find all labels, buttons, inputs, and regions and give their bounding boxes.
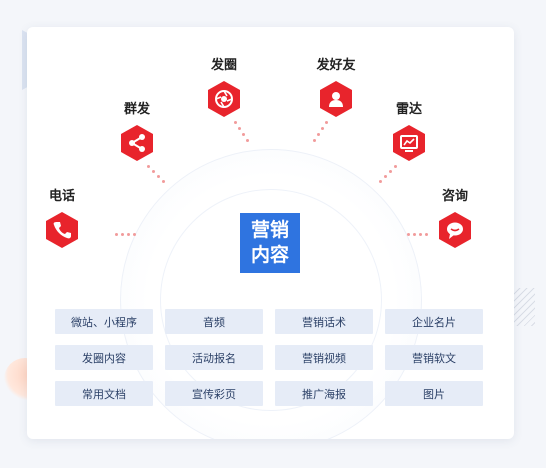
node-phone[interactable]: 电话	[27, 188, 97, 249]
center-line-2: 内容	[250, 244, 289, 266]
node-label: 咨询	[441, 189, 468, 204]
node-label: 发圈	[210, 58, 237, 73]
share-icon	[129, 134, 145, 152]
node-group-send[interactable]: 群发	[102, 101, 172, 162]
center-line-1: 营销	[250, 219, 289, 241]
chip-audio[interactable]: 音频	[165, 309, 263, 334]
node-moments[interactable]: 发圈	[189, 57, 259, 118]
node-label: 群发	[123, 102, 150, 117]
chip-microsite[interactable]: 微站、小程序	[55, 309, 153, 334]
aperture-icon	[215, 90, 233, 108]
chart-monitor-icon	[400, 135, 418, 152]
center-box: 营销 内容	[240, 213, 300, 273]
node-label: 发好友	[316, 58, 356, 73]
diagram-card: 营销 内容 电话 群发 发圈	[27, 27, 514, 439]
chip-marketing-video[interactable]: 营销视频	[275, 345, 373, 370]
chip-sales-script[interactable]: 营销话术	[275, 309, 373, 334]
node-label: 电话	[48, 189, 75, 204]
node-add-friend[interactable]: 发好友	[301, 57, 371, 118]
chip-brochure[interactable]: 宣传彩页	[165, 381, 263, 406]
chip-poster[interactable]: 推广海报	[275, 381, 373, 406]
node-consult[interactable]: 咨询	[420, 188, 490, 249]
chip-business-card[interactable]: 企业名片	[385, 309, 483, 334]
phone-icon	[53, 222, 71, 239]
chip-moments-content[interactable]: 发圈内容	[55, 345, 153, 370]
user-icon	[329, 92, 343, 107]
chip-event-signup[interactable]: 活动报名	[165, 345, 263, 370]
chip-marketing-article[interactable]: 营销软文	[385, 345, 483, 370]
node-label: 雷达	[395, 102, 422, 117]
chip-images[interactable]: 图片	[385, 381, 483, 406]
chip-common-docs[interactable]: 常用文档	[55, 381, 153, 406]
node-radar[interactable]: 雷达	[374, 101, 444, 162]
chat-bubble-icon	[447, 222, 463, 239]
